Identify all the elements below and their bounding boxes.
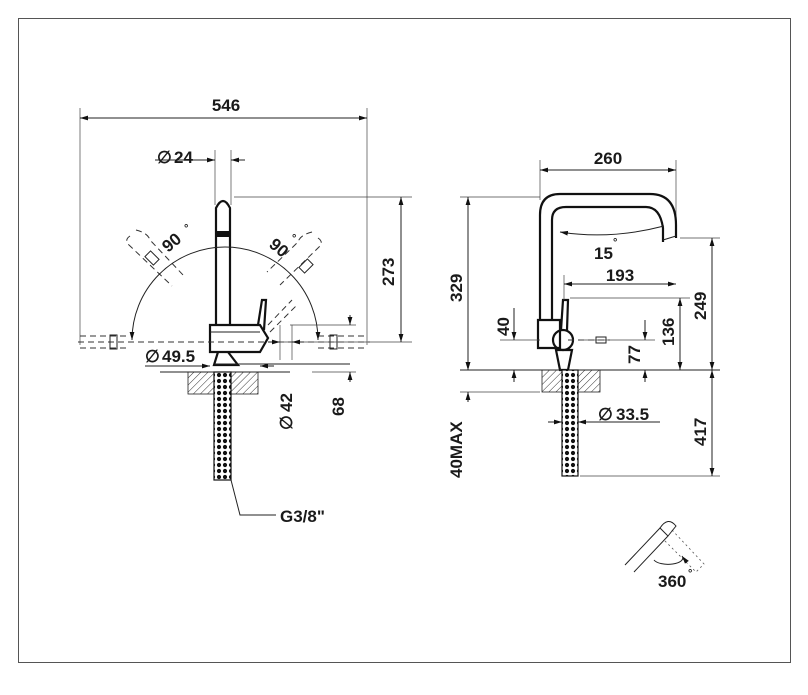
dim-diameter-33-5: 33.5 <box>616 405 649 424</box>
front-view <box>78 108 412 516</box>
degree-left: ° <box>184 223 188 235</box>
ghost-spout-right <box>266 231 322 286</box>
dim-height-273: 273 <box>379 258 398 286</box>
side-view <box>460 160 720 477</box>
dim-angle-left: 90 <box>158 229 185 256</box>
degree-15: ° <box>613 237 617 249</box>
dim-diameter-42: 42 <box>277 393 296 412</box>
diameter-symbol-42: ∅ <box>277 415 296 430</box>
dim-diameter-24: 24 <box>174 148 193 167</box>
dim-height-136: 136 <box>659 318 678 346</box>
diameter-symbol-33: ∅ <box>598 405 613 424</box>
degree-360: ° <box>688 568 692 580</box>
dim-height-68: 68 <box>329 397 348 416</box>
rotation-360-label: 360 <box>658 572 686 591</box>
aerator-band <box>217 231 229 237</box>
dim-width-546: 546 <box>212 96 240 115</box>
degree-right: ° <box>292 233 296 245</box>
diameter-symbol-24: ∅ <box>157 148 172 167</box>
ghost-spout-left <box>126 229 185 287</box>
drawing-frame <box>18 18 791 663</box>
dim-reach-260: 260 <box>594 149 622 168</box>
connection-thread: G3/8" <box>280 507 325 526</box>
dim-height-77: 77 <box>625 345 644 364</box>
dim-height-249: 249 <box>691 292 710 320</box>
rotation-360-icon <box>624 521 705 573</box>
dim-height-40: 40 <box>494 317 513 336</box>
dim-diameter-49-5: 49.5 <box>162 347 195 366</box>
dim-length-417: 417 <box>691 418 710 446</box>
dim-angle-right: 90 <box>265 235 292 262</box>
dim-reach-193: 193 <box>606 266 634 285</box>
dim-deck-40max: 40MAX <box>447 421 466 478</box>
diameter-symbol-49: ∅ <box>145 347 160 366</box>
dim-angle-15: 15 <box>594 244 613 263</box>
dim-height-329: 329 <box>447 274 466 302</box>
